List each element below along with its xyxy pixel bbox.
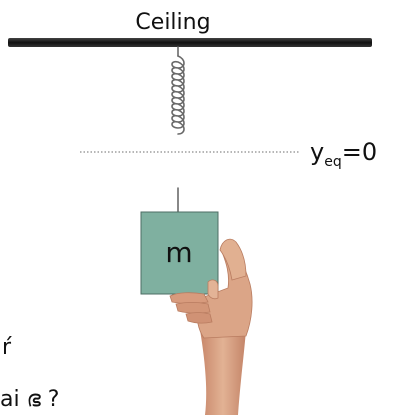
eq-subscript: eq (324, 154, 342, 170)
hand-image (169, 238, 253, 415)
ceiling-bar (8, 38, 372, 47)
spring (171, 46, 185, 213)
eq-value: =0 (342, 138, 377, 166)
edge-text-line2: ai ഭ ? (0, 387, 59, 412)
eq-symbol: y (310, 138, 324, 166)
mass-block (140, 211, 219, 295)
ceiling-label: Ceiling (135, 10, 210, 35)
equilibrium-label: yeq=0 (310, 138, 377, 170)
edge-text-line1: ŕ (2, 335, 12, 360)
mass-label: m (165, 236, 192, 269)
